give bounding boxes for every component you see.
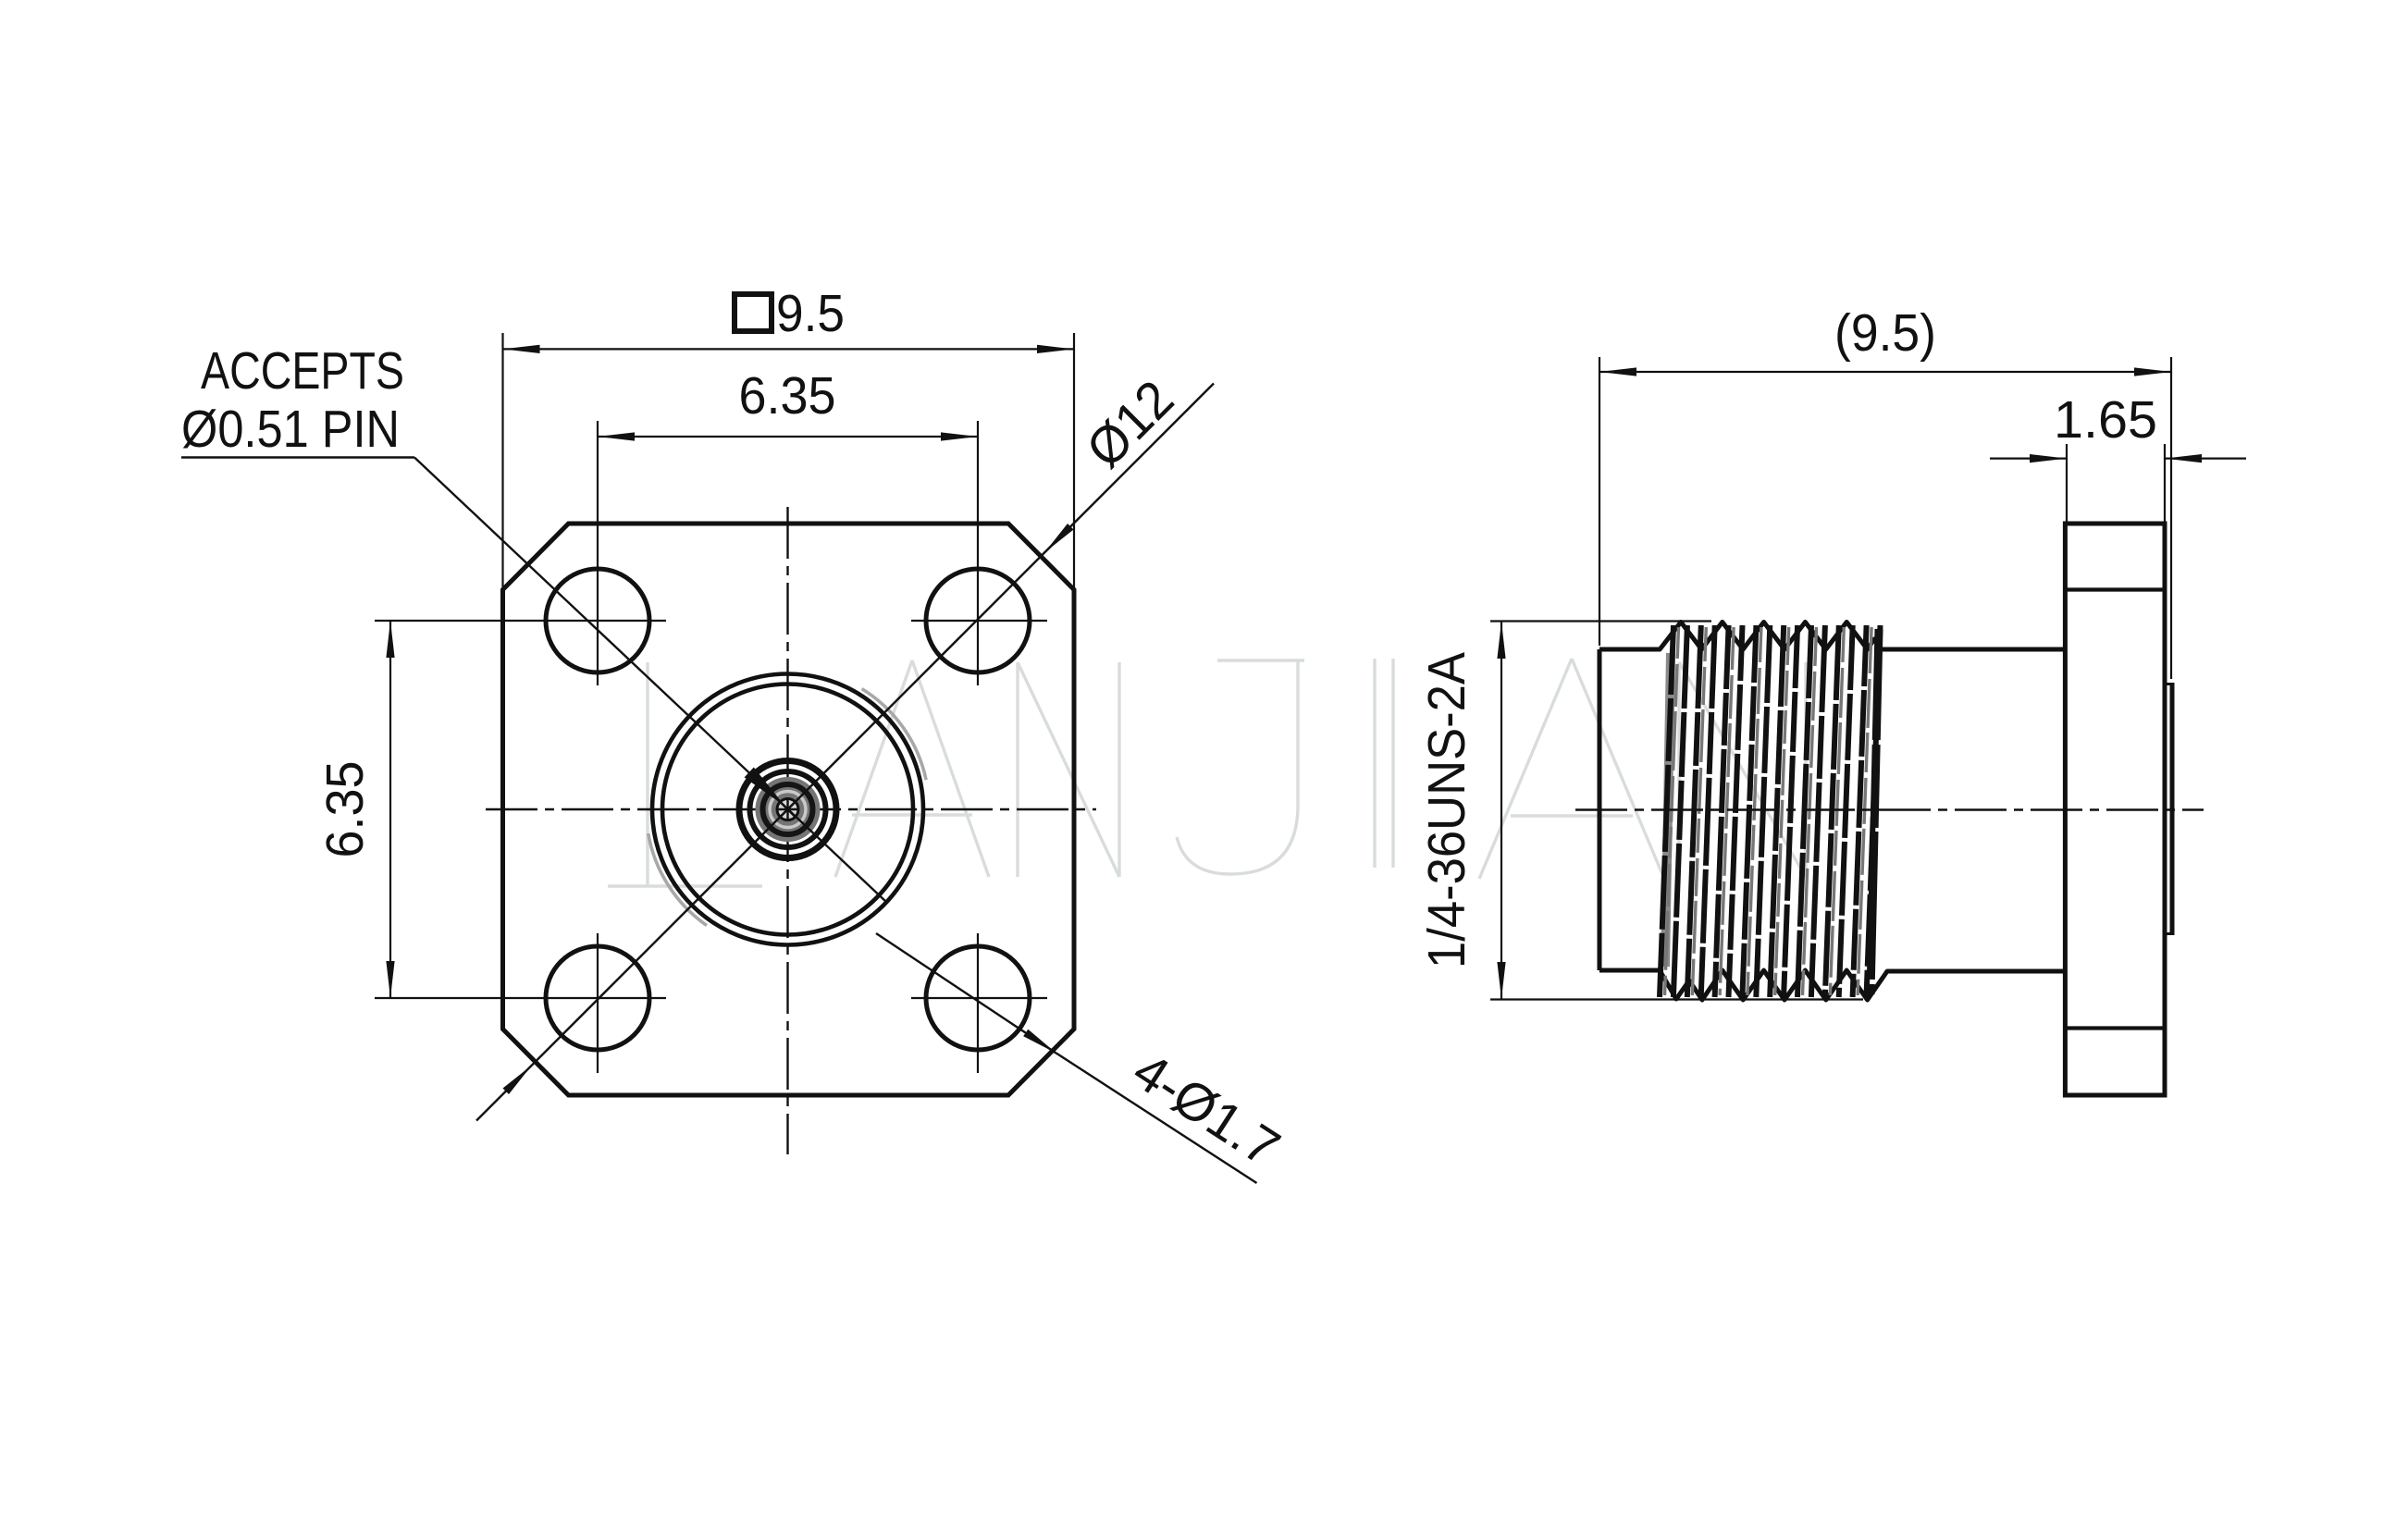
svg-text:ACCEPTS: ACCEPTS [201,341,404,401]
svg-text:Ø0.51 PIN: Ø0.51 PIN [181,400,400,459]
svg-text:(9.5): (9.5) [1834,303,1936,363]
svg-text:6.35: 6.35 [315,761,375,858]
svg-text:9.5: 9.5 [776,284,845,343]
svg-text:1.65: 1.65 [2054,390,2157,450]
svg-text:6.35: 6.35 [739,366,836,425]
svg-text:1/4-36UNS-2A: 1/4-36UNS-2A [1417,652,1476,968]
